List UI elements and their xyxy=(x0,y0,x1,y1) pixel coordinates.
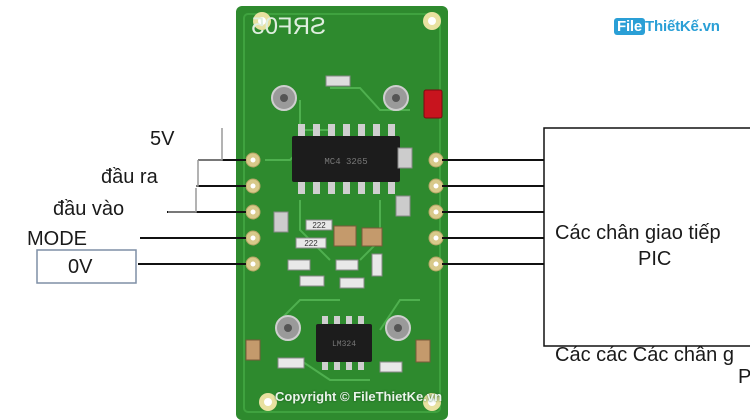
chip-bottom: LM324 xyxy=(316,316,372,370)
pic-box xyxy=(543,127,750,347)
pic-line-4: P xyxy=(738,366,750,388)
svg-text:222: 222 xyxy=(312,221,326,230)
gnd-label-box xyxy=(36,249,137,284)
chip-top: MC4 3265 xyxy=(292,124,400,194)
label-output: đầu ra xyxy=(101,166,158,188)
smd-top xyxy=(325,75,351,87)
right-pads xyxy=(428,152,444,272)
silkscreen-title: SRF05 xyxy=(251,13,326,40)
pic-line-1: Các chân giao tiếp xyxy=(555,222,721,244)
resistors: 222 222 xyxy=(273,211,383,289)
mount-hole-tr-center xyxy=(428,17,436,25)
smd-bottom-2 xyxy=(379,361,403,373)
copyright-watermark: Copyright © FileThietKe.vn xyxy=(275,389,443,404)
mount-hole-tl-center xyxy=(258,17,266,25)
label-input: đầu vào xyxy=(53,198,125,220)
label-5v: 5V xyxy=(150,128,175,150)
label-frames xyxy=(168,128,223,213)
chip-bottom-marking: LM324 xyxy=(332,340,356,349)
mount-hole-br-center xyxy=(428,398,436,406)
smd-right-2 xyxy=(395,195,411,217)
pic-line-2: PIC xyxy=(638,248,672,270)
pic-line-3: Các các Các chân g xyxy=(555,344,734,366)
brand-part-2: ThiếtKế.vn xyxy=(645,18,720,35)
cap-bottom-right xyxy=(415,339,431,363)
mount-hole-bl-center xyxy=(264,398,272,406)
smd-bottom-1 xyxy=(277,357,305,369)
smd-right xyxy=(397,147,413,169)
led-red xyxy=(423,89,443,119)
label-mode: MODE xyxy=(27,228,87,250)
left-leader-lines xyxy=(138,159,246,265)
chip-top-marking: MC4 3265 xyxy=(324,157,367,167)
left-pads xyxy=(245,152,261,272)
brand-part-1: File xyxy=(614,18,646,35)
svg-text:222: 222 xyxy=(304,239,318,248)
cap-bottom-left xyxy=(245,339,261,361)
right-leader-lines xyxy=(442,159,544,265)
label-0v: 0V xyxy=(68,256,93,278)
